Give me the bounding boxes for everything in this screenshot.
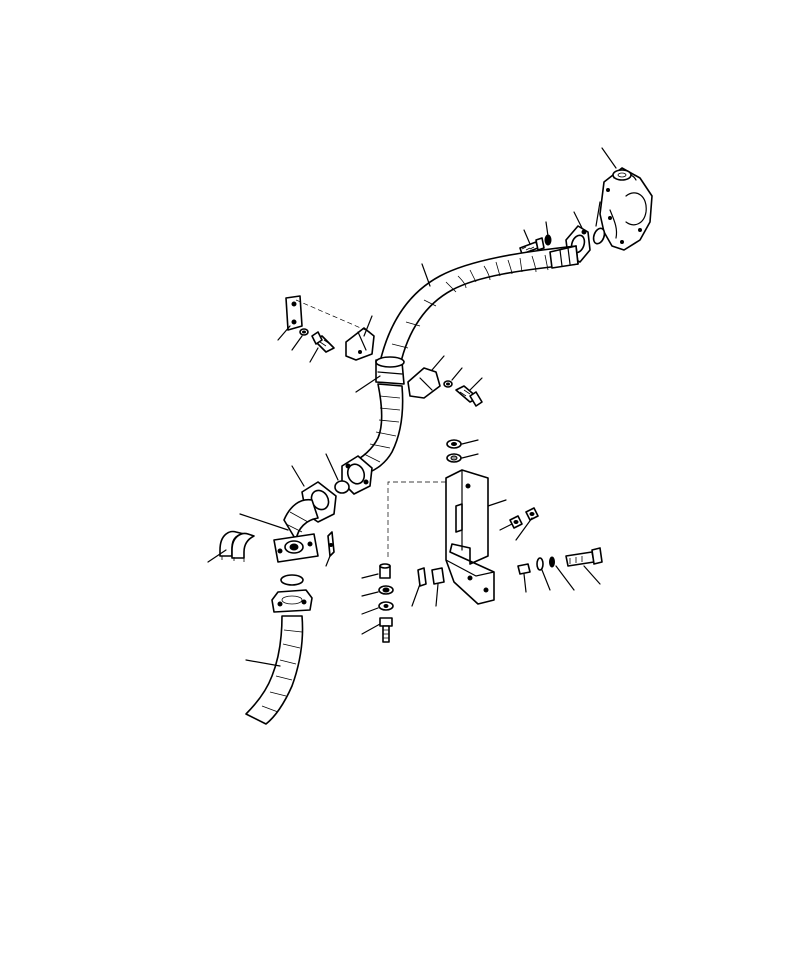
- bolt-bottom: [379, 617, 393, 643]
- bottom-hose: [245, 615, 304, 725]
- small-nuts-pair: [509, 507, 539, 529]
- upper-flange-bolt: [519, 237, 545, 255]
- washer-stack-top: [446, 439, 462, 463]
- spacer-collar: [379, 563, 391, 579]
- bracket-plate-left: [285, 295, 303, 331]
- washer-left: [299, 328, 309, 336]
- lower-hose-flange: [341, 455, 373, 495]
- pin-right: [517, 563, 531, 575]
- middle-elbow: [283, 481, 337, 541]
- o-ring-upper: [592, 227, 606, 245]
- o-ring-middle: [334, 480, 350, 494]
- washer-right-lower: [536, 557, 544, 571]
- hose-clamp-bracket-right: [407, 367, 441, 399]
- mounting-bracket: [445, 469, 495, 605]
- hose-clamp-bracket-upper: [345, 327, 375, 361]
- u-bolt: [219, 530, 255, 562]
- washer-bottom-2: [378, 601, 394, 611]
- washer-right: [443, 380, 453, 388]
- spring-washer-bottom: [417, 567, 427, 587]
- lower-hose-fitting-flange: [271, 589, 313, 613]
- main-hose: [379, 245, 579, 367]
- spring-washer-right: [549, 556, 555, 568]
- alignment-line-vertical: [387, 481, 446, 560]
- bolt-left: [311, 331, 335, 353]
- alignment-line-bracket: [295, 299, 371, 333]
- small-bracket-clip: [327, 531, 335, 557]
- hose-clamp-band: [375, 356, 405, 385]
- pipe-elbow-housing: [599, 167, 653, 251]
- bolt-right: [455, 385, 483, 407]
- leader-lines: [207, 147, 617, 667]
- o-ring-lower: [280, 574, 304, 586]
- bushing-bottom: [431, 567, 445, 585]
- bolt-right-lower: [565, 547, 603, 567]
- lower-split-flange-block: [273, 533, 319, 563]
- washer-bottom-1: [378, 585, 394, 595]
